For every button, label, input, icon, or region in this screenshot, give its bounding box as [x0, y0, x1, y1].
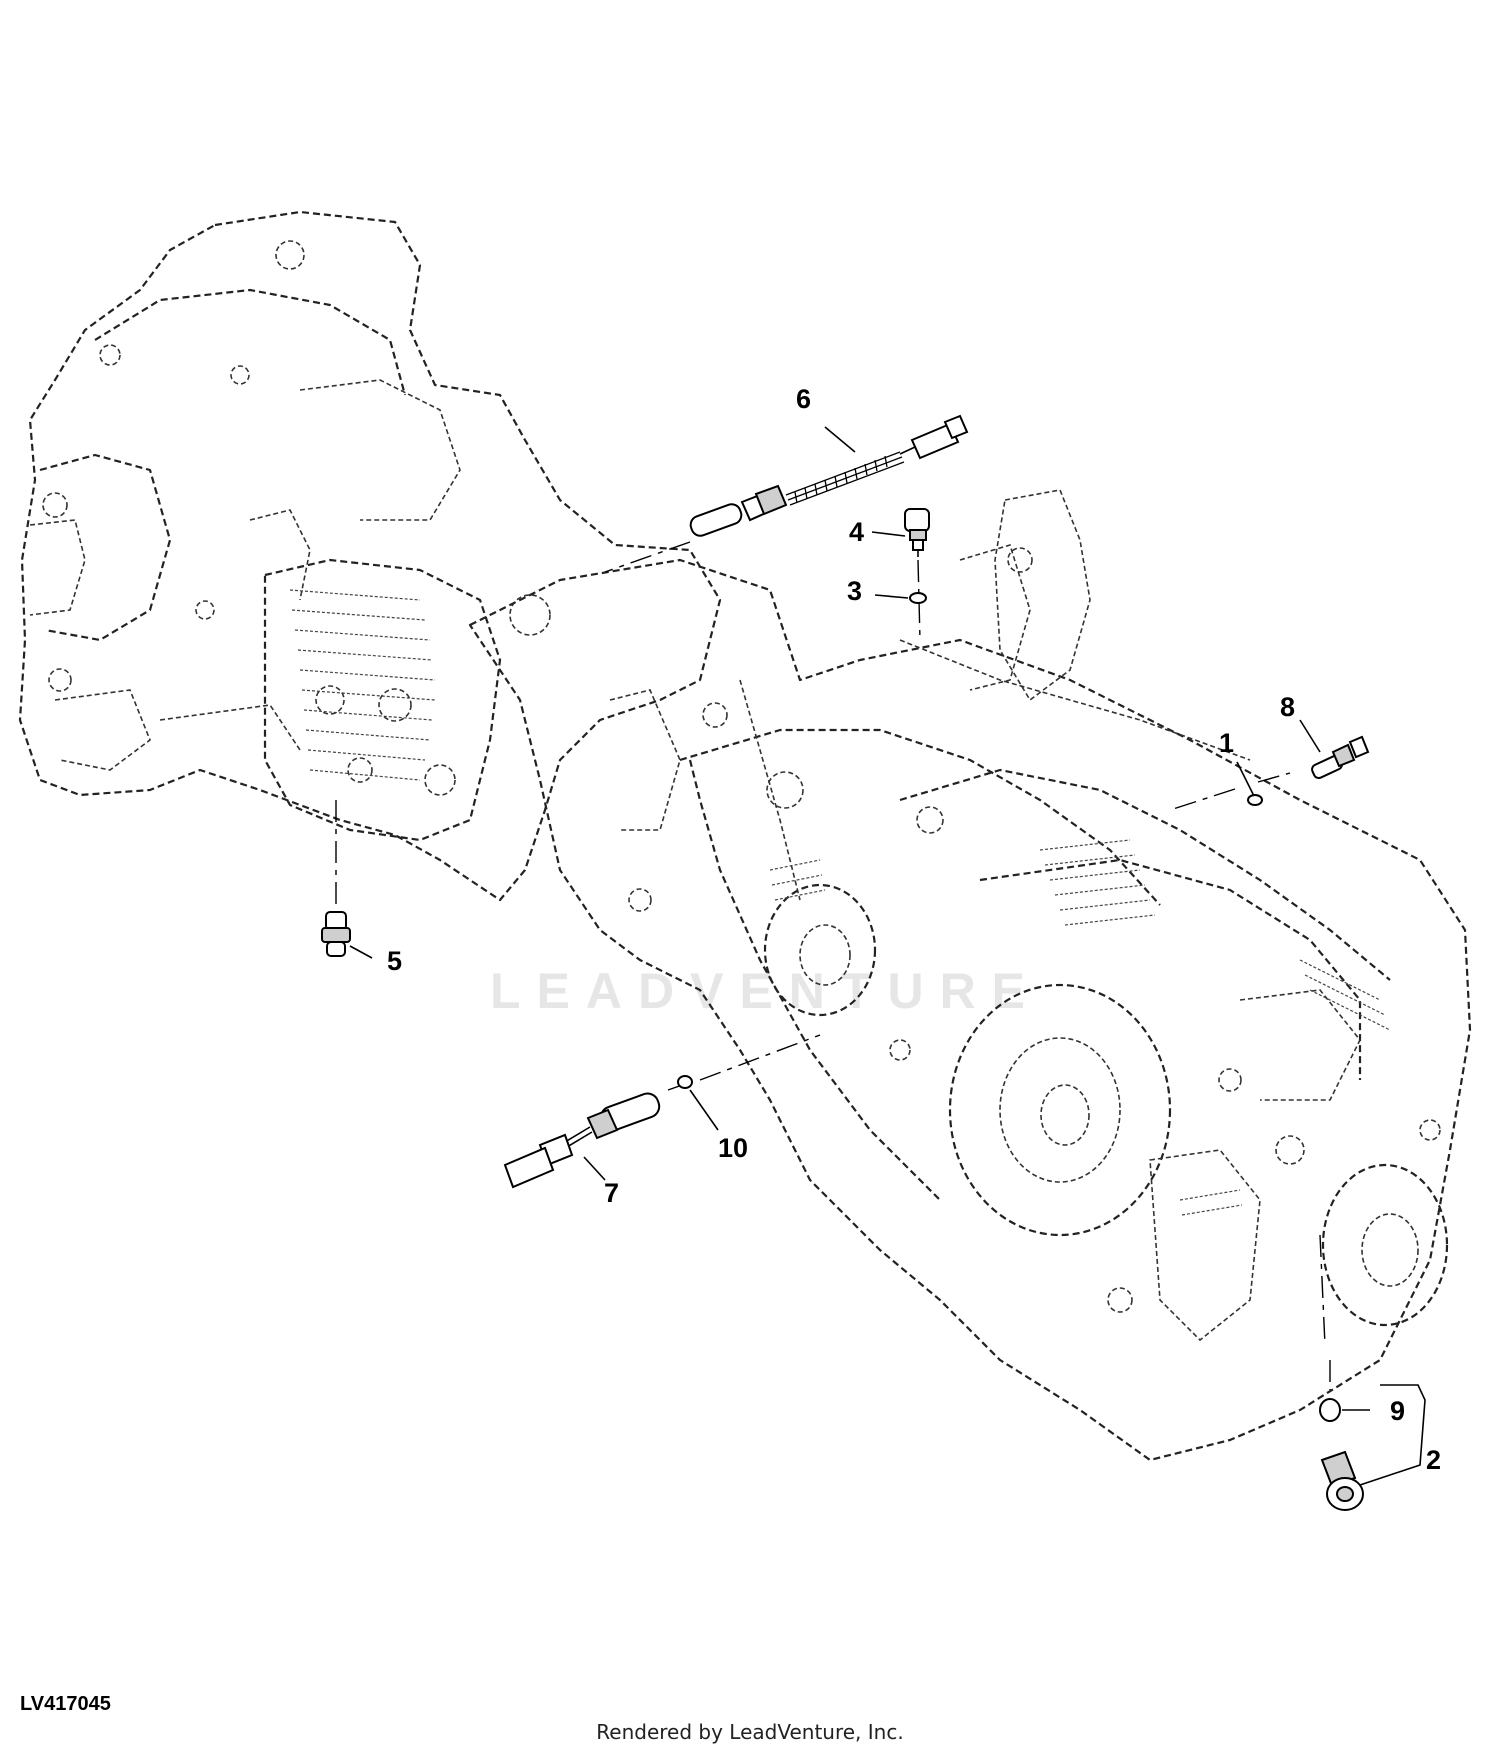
callout-7: 7 [604, 1178, 619, 1208]
leader-lines [349, 426, 1426, 1486]
front-housing [468, 489, 1472, 1462]
rear-housing [18, 210, 722, 902]
callout-2: 2 [1426, 1445, 1441, 1475]
callout-9: 9 [1390, 1396, 1405, 1426]
part-1-washer [1247, 794, 1263, 806]
callout-6: 6 [796, 384, 811, 414]
render-credit: Rendered by LeadVenture, Inc. [596, 1720, 904, 1744]
callout-1: 1 [1219, 728, 1234, 758]
part-5-plug [321, 911, 351, 957]
assembly-lines [335, 527, 1331, 1390]
part-6-speed-sensor [689, 414, 969, 537]
part-4-pressure-sensor [904, 508, 930, 557]
part-9-o-ring [1319, 1398, 1341, 1422]
part-10-o-ring [677, 1075, 693, 1089]
part-8-temperature-sensor [1311, 735, 1370, 780]
part-3-o-ring [909, 592, 927, 604]
callout-5: 5 [387, 946, 402, 976]
callout-4: 4 [849, 517, 864, 547]
watermark: LEADVENTURE [490, 963, 1041, 1019]
part-7-speed-sensor [503, 1092, 661, 1189]
callout-3: 3 [847, 576, 862, 606]
callout-8: 8 [1280, 692, 1295, 722]
part-2-pressure-switch [1320, 1450, 1364, 1511]
callout-10: 10 [718, 1133, 748, 1163]
figure-id: LV417045 [20, 1693, 111, 1715]
